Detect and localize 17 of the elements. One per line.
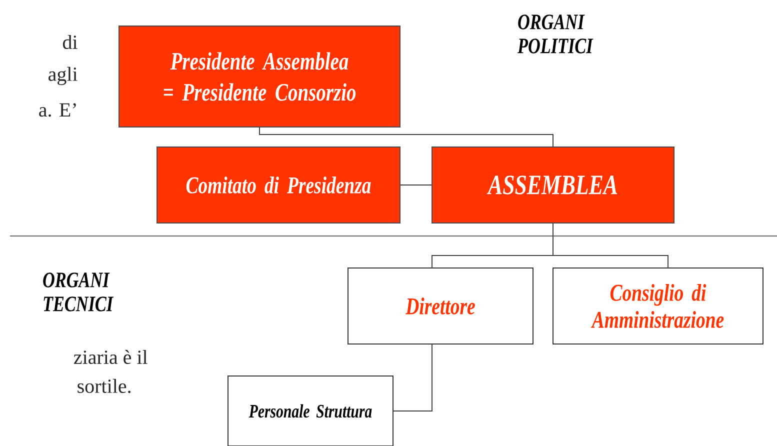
role-box: Presidente Assemblea = Presidente Consorzio [118, 26, 400, 128]
text-fragment: agli [48, 66, 78, 86]
org-box: Personale Struttura [228, 375, 394, 446]
text-fragment: ziaria è il [74, 350, 148, 364]
text-fragment: di [62, 34, 78, 50]
connector-line [400, 184, 432, 186]
text-fragment: a. E’ [39, 103, 76, 117]
role-box: ASSEMBLEA [432, 146, 674, 224]
text-fragment: sortile. [78, 378, 130, 394]
connector-line [552, 223, 668, 268]
connector-line [393, 344, 432, 412]
role-box: Comitato di Presidenza [156, 146, 400, 224]
org-box: Consiglio di Amministrazione [552, 267, 764, 344]
connector-line [259, 127, 554, 148]
section-heading: ORGANI POLITICI [517, 14, 594, 54]
org-box: Direttore [348, 267, 534, 344]
section-heading: ORGANI TECNICI [43, 272, 114, 312]
